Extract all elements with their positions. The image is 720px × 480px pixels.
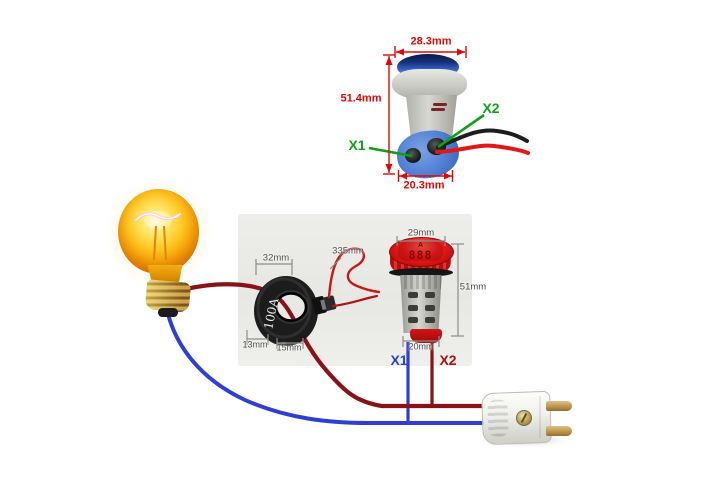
meter-height-label: 51mm: [459, 281, 487, 293]
plug-pin-bottom: [546, 426, 572, 436]
terminal-x1-bottom-label: X1: [390, 352, 408, 368]
dim-arrow: [457, 48, 465, 56]
indicator-hole-x1: [405, 148, 421, 163]
ct-side-dim-label: 13mm: [242, 339, 268, 350]
plug-screw: [516, 410, 532, 426]
meter-body: [400, 275, 442, 333]
meter-width-label: 29mm: [407, 227, 435, 239]
terminal-x2-top-label: X2: [482, 100, 500, 116]
bulb-contact-tip: [158, 308, 178, 317]
meter-digits: 888: [408, 248, 433, 262]
indicator-flange: [392, 69, 467, 99]
dim-height-label: 51.4mm: [340, 92, 382, 105]
ct-hole-dim-label: 15mm: [276, 342, 302, 353]
meter-vents: [408, 292, 436, 326]
plug-pin-top: [546, 401, 572, 411]
dim-arrow: [444, 172, 452, 180]
meter-unit-symbol: A: [417, 242, 424, 249]
dim-arrow: [396, 48, 404, 56]
indicator-hole-x2: [427, 138, 446, 155]
plug-seam: [539, 396, 541, 438]
indicator-vent: [433, 103, 447, 106]
terminal-x1-top-label: X1: [348, 137, 366, 153]
dim-base-label: 20.3mm: [403, 179, 445, 192]
bulb-glass: [118, 189, 199, 274]
meter-base-label: 20mm: [408, 341, 434, 352]
meter-red-base: [410, 329, 442, 343]
meter-display: A 888: [398, 241, 443, 262]
dim-arrow: [385, 56, 393, 65]
bulb-filament: [134, 211, 182, 261]
terminal-x2-bottom-label: X2: [439, 352, 457, 368]
dim-arrow: [385, 164, 393, 173]
meter-red-dome: [389, 237, 454, 267]
wire-length-label: 335mm: [332, 245, 364, 257]
dim-51mm-lines: [383, 54, 395, 175]
ct-outer-dim-label: 32mm: [262, 252, 290, 264]
dim-width-label: 28.3mm: [410, 35, 452, 48]
meter-oring: [389, 268, 453, 277]
